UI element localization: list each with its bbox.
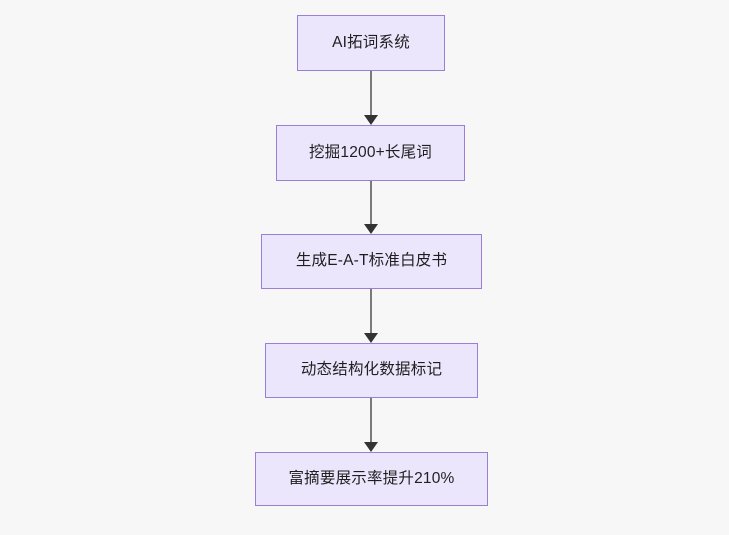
flowchart-node-rich-snippet-rate-increase[interactable]: 富摘要展示率提升210% <box>255 452 488 506</box>
flowchart-node-generate-eat-whitepaper[interactable]: 生成E-A-T标准白皮书 <box>261 234 482 289</box>
flowchart-arrow-node2-to-node3 <box>359 289 383 343</box>
flowchart-node-label: AI拓词系统 <box>332 33 410 51</box>
arrow-shaft <box>370 289 372 333</box>
flowchart-arrow-node3-to-node4 <box>359 398 383 452</box>
arrow-head-down-icon <box>364 115 378 125</box>
arrow-head-down-icon <box>364 442 378 452</box>
arrow-head-down-icon <box>364 224 378 234</box>
arrow-shaft <box>370 181 372 224</box>
flowchart-node-label: 富摘要展示率提升210% <box>288 469 455 487</box>
flowchart-node-ai-keyword-system[interactable]: AI拓词系统 <box>297 15 445 71</box>
arrow-head-down-icon <box>364 333 378 343</box>
arrow-shaft <box>370 71 372 115</box>
arrow-shaft <box>370 398 372 442</box>
flowchart-arrow-node1-to-node2 <box>359 181 383 234</box>
flowchart-node-label: 挖掘1200+长尾词 <box>308 143 433 161</box>
flowchart-node-dynamic-structured-data-markup[interactable]: 动态结构化数据标记 <box>265 343 478 398</box>
flowchart-node-label: 动态结构化数据标记 <box>300 361 443 379</box>
flowchart-arrow-node0-to-node1 <box>359 71 383 125</box>
flowchart-node-label: 生成E-A-T标准白皮书 <box>295 252 448 270</box>
flowchart-node-mine-longtail-keywords[interactable]: 挖掘1200+长尾词 <box>276 125 465 181</box>
